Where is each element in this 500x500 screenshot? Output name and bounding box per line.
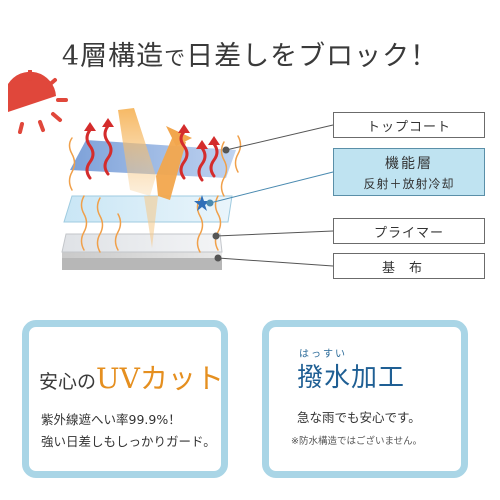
water-repellent-card: はっすい 撥水加工 急な雨でも安心です。 ※防水構造ではございません。: [262, 320, 468, 478]
primer-layer: [61, 233, 223, 253]
sun-icon: [8, 70, 68, 134]
water-card-title: 撥水加工: [297, 363, 406, 393]
headline-part1: 4層構造: [61, 41, 165, 72]
leader-lines: [206, 124, 334, 267]
label-functional-subtitle: 反射＋放射冷却: [363, 176, 455, 191]
headline-part2: で: [164, 46, 187, 70]
heat-reflection-icon: [85, 124, 219, 182]
layer-diagram: [8, 70, 334, 270]
water-card-note: ※防水構造ではございません。: [291, 436, 423, 447]
star-icon: [194, 195, 210, 211]
base-layer: [62, 252, 222, 270]
uv-card-title: 安心のUVカット: [39, 357, 224, 397]
water-title-reading: はっすい: [299, 349, 347, 360]
water-card-description: 急な雨でも安心です。: [297, 410, 421, 425]
uv-card-description: 紫外線遮へい率99.9%！ 強い日差しもしっかりガード。: [41, 409, 216, 453]
label-functional-title: 機能層: [385, 155, 433, 172]
radiation-lines-icon: [68, 135, 242, 253]
sunlight-arrow-icon: [118, 108, 192, 248]
label-primer: プライマー: [333, 218, 485, 244]
uv-desc-line2: 強い日差しもしっかりガード。: [41, 434, 216, 449]
label-functional-layer: 機能層 反射＋放射冷却: [333, 148, 485, 196]
headline-part3: 日差しをブロック！: [186, 41, 439, 72]
uv-desc-line1: 紫外線遮へい率99.9%！: [41, 412, 181, 427]
uv-title-highlight: UVカット: [96, 362, 224, 395]
label-topcoat: トップコート: [333, 112, 485, 138]
headline: 4層構造で日差しをブロック！: [0, 34, 500, 73]
label-base: 基布: [333, 253, 485, 279]
uv-cut-card: 安心のUVカット 紫外線遮へい率99.9%！ 強い日差しもしっかりガード。: [22, 320, 228, 478]
uv-title-prefix: 安心の: [39, 371, 97, 393]
